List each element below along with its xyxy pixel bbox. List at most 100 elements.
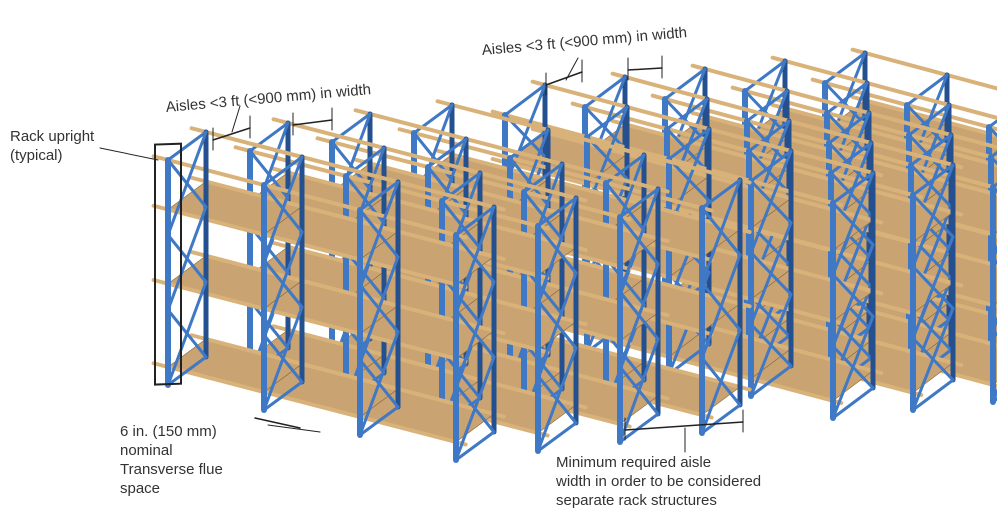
frame-brace: [911, 265, 955, 310]
frame-brace: [747, 149, 791, 195]
frame-brace: [358, 208, 400, 259]
frame-strut: [358, 405, 400, 437]
frame-strut: [454, 430, 496, 462]
rack-upright-line2: (typical): [10, 147, 63, 164]
load-beam: [850, 95, 997, 138]
flue-line2: nominal: [120, 442, 173, 459]
load-beam: [151, 361, 468, 447]
load-beam: [189, 333, 506, 419]
frame-strut: [663, 67, 707, 101]
frame-brace: [911, 193, 955, 239]
min-aisle-line1: Minimum required aisle: [556, 454, 712, 471]
frame-brace: [745, 119, 789, 165]
frame-brace: [700, 281, 742, 332]
frame-strut: [262, 155, 304, 187]
frame-brace: [911, 336, 955, 382]
frame-brace: [827, 141, 871, 187]
aisle-dimension-arrow: [545, 71, 583, 86]
frame-brace: [454, 308, 496, 359]
rack-upright-label: Rack upright (typical): [10, 127, 94, 165]
frame-brace: [618, 215, 660, 266]
frame-strut: [536, 421, 578, 453]
frame-brace: [166, 158, 208, 209]
leader-line: [267, 424, 321, 433]
min-aisle-line3: separate rack structures: [556, 492, 717, 509]
frame-brace: [825, 111, 869, 157]
frame-strut: [665, 97, 709, 131]
frame-brace: [667, 157, 711, 203]
frame-strut: [911, 378, 955, 412]
load-beam: [353, 157, 670, 243]
frame-strut: [618, 187, 660, 219]
load-beam: [189, 175, 506, 261]
frame-strut: [909, 133, 953, 167]
frame-brace: [262, 333, 304, 384]
frame-strut: [745, 89, 789, 123]
frame-brace: [618, 290, 660, 341]
load-beam: [850, 47, 997, 91]
frame-strut: [743, 59, 787, 93]
frame-strut: [583, 75, 627, 109]
frame-strut: [825, 81, 869, 115]
frame-brace: [987, 125, 997, 138]
frame-brace: [536, 224, 578, 275]
frame-strut: [503, 83, 547, 117]
frame-strut: [536, 196, 578, 228]
frame-brace: [663, 97, 707, 143]
frame-brace: [604, 181, 646, 232]
frame-brace: [700, 356, 742, 407]
frame-brace: [454, 383, 496, 434]
frame-brace: [831, 201, 875, 247]
leader-line: [99, 147, 159, 161]
load-beam: [189, 126, 506, 212]
leader-line: [565, 57, 579, 81]
frame-brace: [262, 258, 304, 309]
frame-strut: [585, 105, 629, 139]
min-aisle-dimension-arrow: [624, 421, 744, 431]
frame-strut: [905, 73, 949, 107]
load-beam: [271, 241, 588, 327]
load-beam: [189, 250, 506, 336]
load-beam: [435, 148, 752, 234]
frame-brace: [831, 273, 875, 318]
frame-strut: [831, 171, 875, 205]
frame-strut: [700, 403, 742, 435]
load-beam: [271, 117, 588, 203]
aisle-dimension-arrow: [627, 67, 663, 71]
frame-strut: [454, 205, 496, 237]
frame-brace: [749, 179, 793, 225]
frame-strut: [358, 180, 400, 212]
flue-line4: space: [120, 480, 161, 497]
frame-brace: [749, 251, 793, 296]
frame-strut: [166, 355, 208, 387]
leader-line: [231, 105, 241, 133]
frame-strut: [907, 103, 951, 137]
frame-strut: [700, 178, 742, 210]
frame-brace: [583, 105, 627, 151]
frame-strut: [747, 119, 791, 153]
frame-strut: [911, 163, 955, 197]
flue-space-label: 6 in. (150 mm) nominal Transverse flue s…: [120, 422, 223, 498]
frame-brace: [831, 344, 875, 390]
frame-strut: [667, 127, 711, 161]
frame-brace: [358, 283, 400, 334]
frame-strut: [749, 149, 793, 183]
frame-brace: [454, 233, 496, 284]
frame-strut: [166, 130, 208, 162]
frame-brace: [743, 89, 787, 135]
frame-brace: [829, 171, 873, 217]
frame-brace: [522, 190, 564, 241]
frame-strut: [749, 364, 793, 398]
frame-brace: [909, 163, 953, 209]
frame-strut: [831, 386, 875, 420]
frame-brace: [665, 127, 709, 173]
frame-strut: [823, 51, 867, 85]
flue-line1: 6 in. (150 mm): [120, 423, 217, 440]
upright-highlight-box: [154, 142, 182, 386]
frame-strut: [618, 412, 660, 444]
frame-strut: [827, 111, 871, 145]
frame-brace: [907, 133, 951, 179]
frame-brace: [536, 374, 578, 425]
